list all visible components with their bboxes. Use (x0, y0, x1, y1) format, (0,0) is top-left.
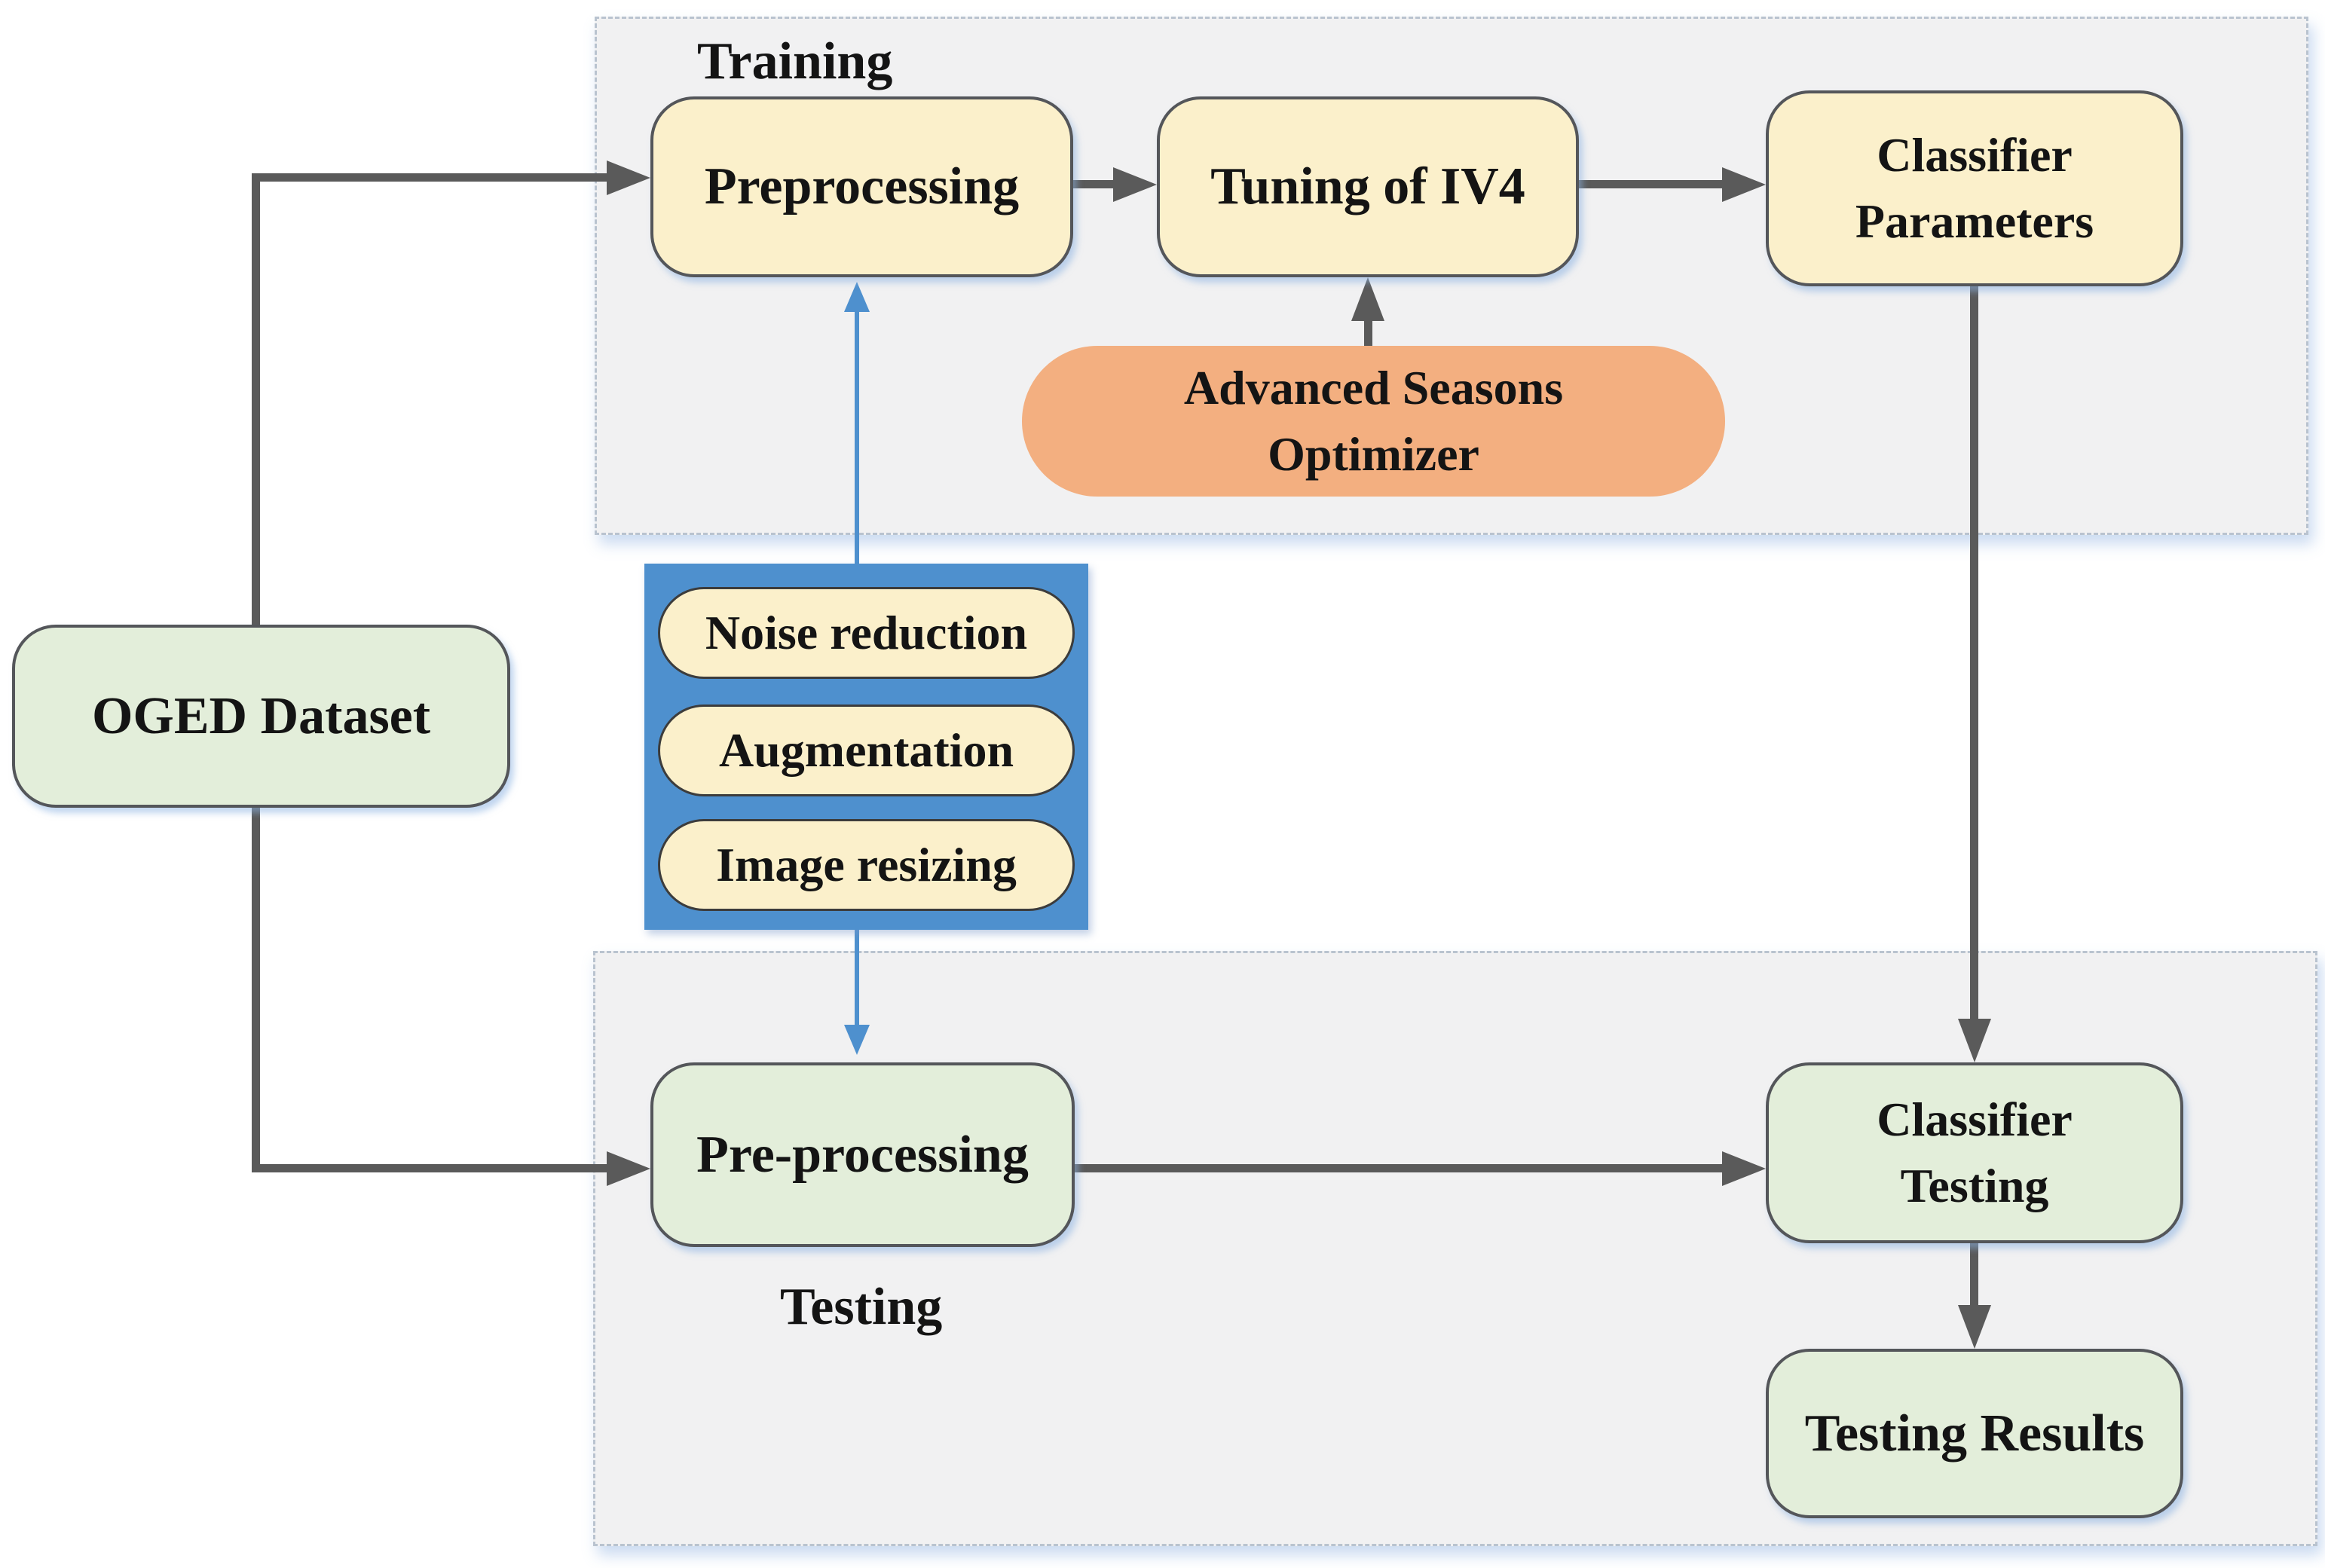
connector-steps-to-pre-processing (855, 928, 859, 1026)
arrowhead-into-classifier-testing (1958, 1019, 1991, 1062)
node-tuning-of-iv4-label: Tuning of IV4 (1210, 157, 1525, 216)
arrowhead-into-preprocessing (607, 160, 650, 195)
connector-pre-processing-to-classifier-testing (1075, 1164, 1724, 1172)
node-advanced-seasons-optimizer-line1: Advanced Seasons (1183, 360, 1564, 414)
node-advanced-seasons-optimizer: Advanced Seasons Optimizer (1022, 346, 1725, 497)
connector-preprocessing-to-tuning (1073, 180, 1115, 188)
arrowhead-into-pre-processing (607, 1151, 650, 1186)
step-augmentation: Augmentation (658, 705, 1075, 796)
training-section-label: Training (697, 32, 893, 90)
blue-arrowhead-up-into-preprocessing (844, 282, 870, 312)
node-classifier-testing-line2: Testing (1900, 1159, 2049, 1212)
node-preprocessing-label: Preprocessing (704, 157, 1020, 216)
node-pre-processing-label: Pre-processing (696, 1125, 1029, 1184)
node-pre-processing: Pre-processing (650, 1062, 1075, 1247)
node-oged-dataset-label: OGED Dataset (91, 686, 431, 745)
node-classifier-testing: Classifier Testing (1766, 1062, 2183, 1243)
testing-section-label: Testing (780, 1278, 943, 1336)
arrowhead-into-tuning (1113, 167, 1157, 202)
node-advanced-seasons-optimizer-line2: Optimizer (1268, 427, 1479, 481)
connector-oged-to-pre-processing-vertical (252, 808, 260, 1172)
node-testing-results: Testing Results (1766, 1349, 2183, 1518)
node-testing-results-label: Testing Results (1804, 1404, 2145, 1463)
connector-tuning-to-classifier-parameters (1579, 180, 1724, 188)
connector-classifier-testing-to-testing-results (1970, 1243, 1978, 1307)
arrowhead-up-into-tuning (1351, 277, 1384, 321)
connector-oged-to-preprocessing-horizontal (252, 173, 608, 182)
blue-arrowhead-down-into-pre-processing (844, 1025, 870, 1055)
arrowhead-right-into-classifier-testing (1722, 1151, 1766, 1186)
node-oged-dataset: OGED Dataset (12, 625, 510, 808)
node-classifier-testing-line1: Classifier (1877, 1092, 2073, 1146)
connector-optimizer-to-tuning (1364, 319, 1372, 350)
step-image-resizing: Image resizing (658, 819, 1075, 911)
connector-steps-to-preprocessing (855, 310, 859, 567)
connector-oged-to-preprocessing-vertical (252, 173, 260, 625)
arrowhead-into-classifier-parameters (1722, 167, 1766, 202)
connector-classifier-parameters-to-classifier-testing (1970, 286, 1978, 1020)
arrowhead-into-testing-results (1958, 1305, 1991, 1349)
step-noise-reduction: Noise reduction (658, 587, 1075, 679)
node-classifier-parameters: Classifier Parameters (1766, 90, 2183, 286)
connector-oged-to-pre-processing-horizontal (252, 1164, 608, 1172)
node-classifier-parameters-line2: Parameters (1855, 194, 2094, 248)
node-tuning-of-iv4: Tuning of IV4 (1157, 96, 1579, 277)
node-classifier-parameters-line1: Classifier (1877, 127, 2073, 182)
node-preprocessing: Preprocessing (650, 96, 1073, 277)
